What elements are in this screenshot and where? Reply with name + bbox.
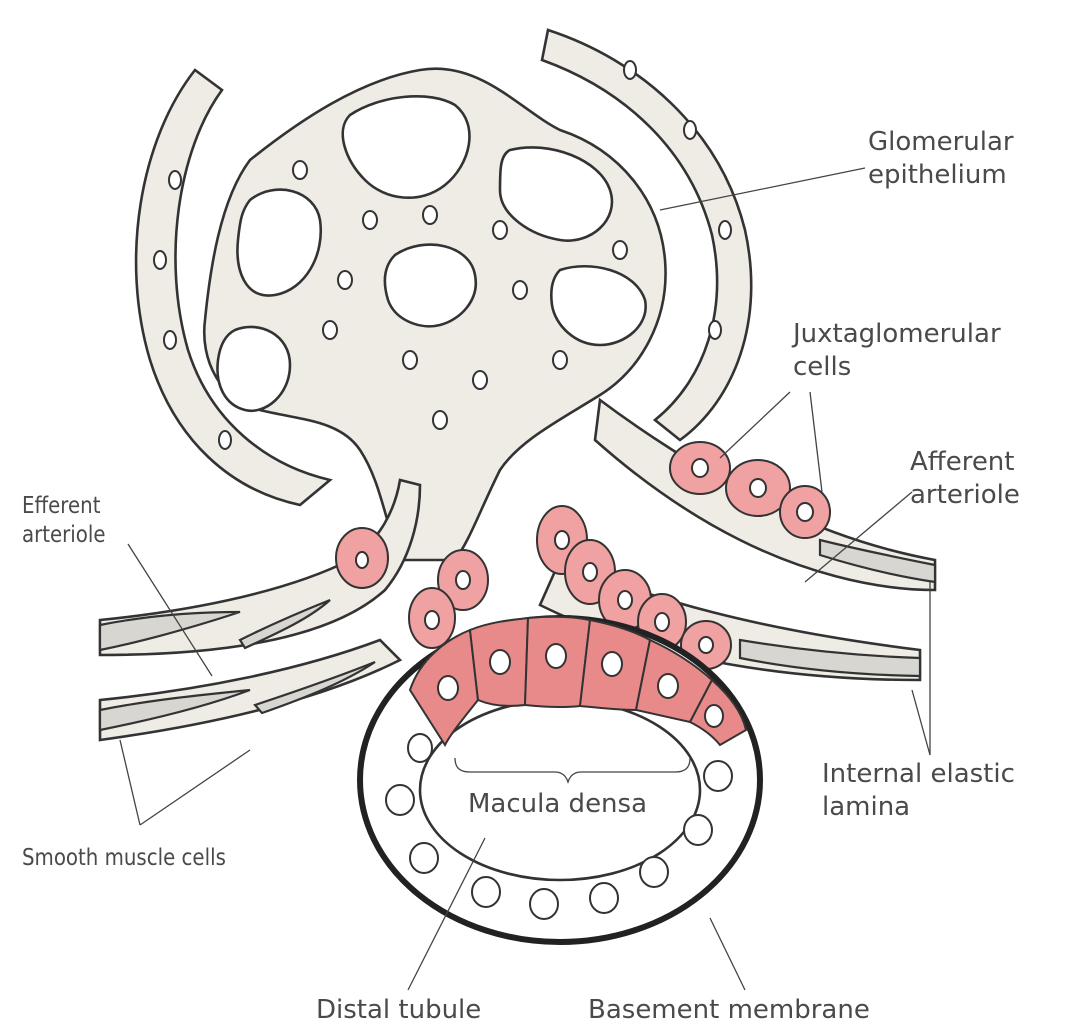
label-efferent-arteriole: Efferent arteriole: [22, 492, 106, 550]
label-basement-membrane: Basement membrane: [588, 994, 870, 1027]
label-distal-tubule: Distal tubule: [316, 994, 481, 1027]
label-afferent-arteriole: Afferent arteriole: [910, 446, 1020, 511]
label-internal-elastic-lamina: Internal elastic lamina: [822, 758, 1015, 823]
label-glomerular-epithelium: Glomerular epithelium: [868, 126, 1014, 191]
label-smooth-muscle-cells: Smooth muscle cells: [22, 844, 226, 873]
label-macula-densa: Macula densa: [468, 788, 647, 821]
label-juxtaglomerular-cells: Juxtaglomerular cells: [793, 318, 1001, 383]
efferent-arteriole: [100, 480, 420, 655]
